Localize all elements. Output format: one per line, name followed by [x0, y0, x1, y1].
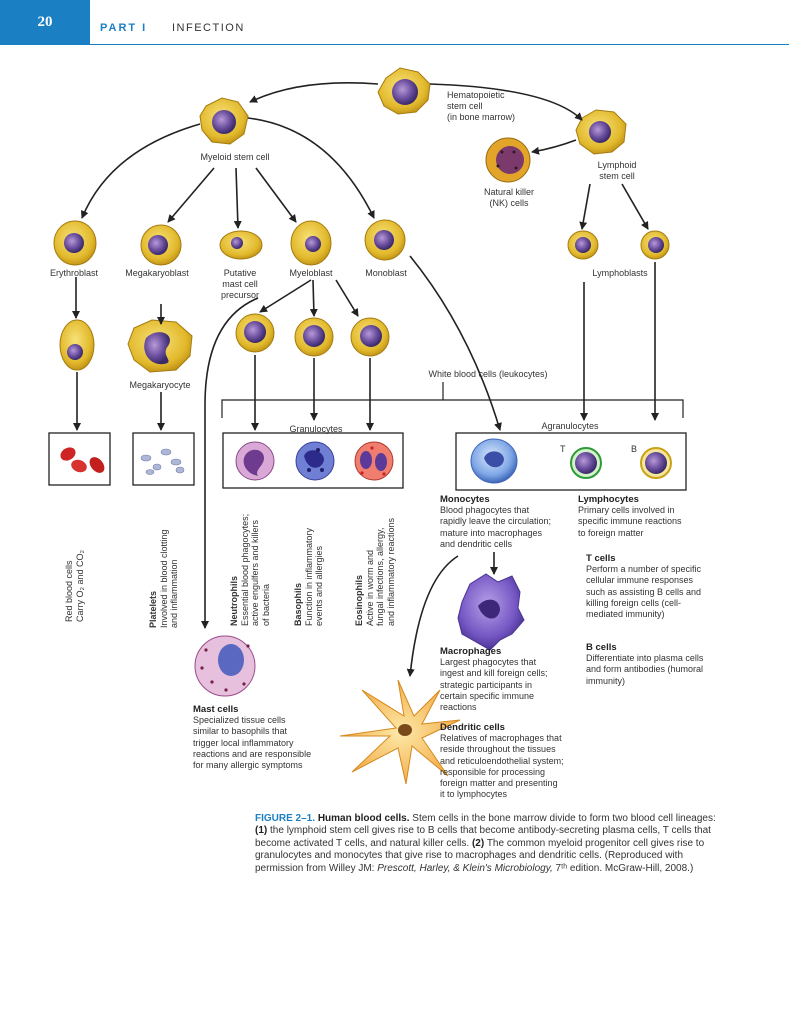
monocyte [470, 438, 518, 484]
platelet-box [132, 432, 195, 486]
label-erythroblast: Erythroblast [49, 268, 99, 278]
label-hematopoietic-stem-cell: Hematopoietic stem cell (in bone marrow) [447, 90, 516, 122]
granulocyte-box [222, 432, 404, 489]
erythroblast-cell [53, 220, 97, 266]
dendritic-cell [339, 679, 461, 785]
label-agranulocytes: Agranulocytes [541, 421, 599, 431]
myeloblast-cell [290, 220, 332, 266]
label-t: T [560, 444, 566, 454]
label-lymphoid-stem-cell: Lymphoid stem cell [597, 160, 637, 181]
part-label: PART I [100, 22, 148, 34]
label-granulocytes: Granulocytes [289, 424, 343, 434]
red-blood-cell-box [48, 432, 111, 486]
figure-number: FIGURE 2–1. [255, 813, 316, 824]
putative-mast-cell-precursor [219, 230, 263, 260]
basophil-precursor-cell [294, 317, 334, 357]
label-monoblast: Monoblast [365, 268, 407, 278]
eosinophil [354, 441, 394, 481]
label-megakaryoblast: Megakaryoblast [125, 268, 189, 278]
leukocyte-bracket [221, 382, 684, 418]
agranulocyte-box [455, 432, 687, 491]
megakaryocyte-cell [127, 319, 193, 373]
section-title: INFECTION [172, 22, 245, 34]
page-number-box [0, 0, 90, 45]
lineage-arrows [72, 82, 659, 677]
macrophage [457, 573, 525, 651]
erythroblast-late-cell [59, 319, 95, 371]
natural-killer-cell [485, 137, 531, 183]
mast-cell [194, 635, 256, 697]
basophil [295, 441, 335, 481]
megakaryoblast-cell [140, 224, 182, 266]
label-lymphoblasts: Lymphoblasts [592, 268, 648, 278]
platelets [140, 448, 185, 475]
b-lymphocyte [640, 447, 672, 479]
lymphoid-stem-cell [575, 109, 627, 155]
myeloid-stem-cell [199, 97, 249, 145]
label-megakaryocyte: Megakaryocyte [129, 380, 191, 390]
header-rule [90, 44, 789, 45]
vlabel-red-blood-cells: Red blood cells Carry O₂ and CO₂ [64, 549, 85, 622]
page-number: 20 [37, 14, 53, 30]
eosinophil-precursor-cell [350, 317, 390, 357]
lymphoblast-cell-1 [567, 230, 599, 260]
lymphoblast-cell-2 [640, 230, 670, 260]
monoblast-cell [364, 219, 406, 261]
t-lymphocyte [570, 447, 602, 479]
label-natural-killer-cells: Natural killer (NK) cells [483, 187, 535, 208]
label-myeloblast: Myeloblast [289, 268, 333, 278]
neutrophil-precursor-cell [235, 313, 275, 353]
neutrophil [235, 441, 275, 481]
hematopoietic-stem-cell [377, 67, 431, 115]
label-white-blood-cells: White blood cells (leukocytes) [428, 369, 548, 379]
red-blood-cells [60, 447, 105, 473]
label-b: B [631, 444, 638, 454]
figure-title: Human blood cells. [317, 813, 410, 824]
label-putative-mast-cell-precursor: Putative mast cell precursor [220, 268, 260, 300]
figure-caption: FIGURE 2–1. Human blood cells. Stem cell… [255, 813, 716, 874]
label-myeloid-stem-cell: Myeloid stem cell [200, 152, 270, 162]
